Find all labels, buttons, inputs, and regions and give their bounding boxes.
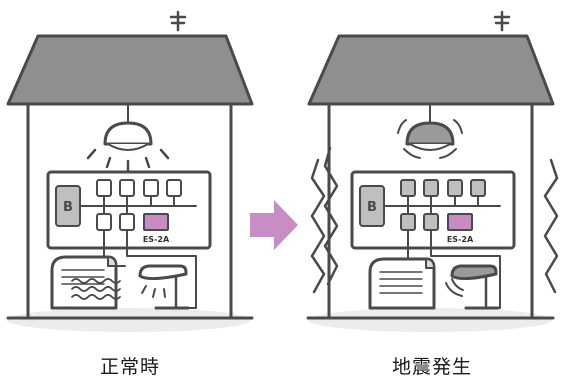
desk-lamp-icon — [138, 264, 190, 310]
caption-earthquake: 地震発生 — [391, 356, 472, 378]
es2a-module-2 — [447, 213, 473, 231]
breaker-3 — [143, 179, 159, 197]
ground-shadow — [7, 308, 251, 332]
light-rays — [86, 148, 170, 172]
es2a-label-normal: ES-2A — [143, 235, 170, 244]
lamp-shake-marks — [445, 278, 464, 297]
es2a-label-earthquake: ES-2A — [447, 235, 474, 244]
breaker-off-5 — [400, 213, 416, 231]
house-walls — [26, 102, 233, 320]
ceiling-lamp-icon — [103, 103, 153, 151]
breaker-1 — [96, 179, 112, 197]
breaker-2 — [119, 179, 135, 197]
roof-2 — [307, 34, 555, 106]
roof — [6, 34, 254, 106]
main-breaker-label-earthquake: B — [367, 200, 377, 215]
breaker-4 — [166, 179, 182, 197]
main-breaker-label-normal: B — [63, 200, 73, 215]
lamp-light-rays — [141, 285, 166, 298]
house-earthquake — [306, 10, 559, 332]
breaker-off-1 — [400, 179, 416, 197]
breaker-off-3 — [447, 179, 463, 197]
es2a-module — [143, 213, 169, 231]
shake-lines-icon — [310, 146, 559, 294]
antenna-icon — [169, 10, 187, 32]
antenna-icon-2 — [493, 10, 511, 32]
arrow-right-icon — [250, 200, 298, 250]
ceiling-lamp-off-icon — [405, 103, 455, 151]
breaker-off-2 — [423, 179, 439, 197]
heater-off-icon — [368, 257, 436, 310]
caption-normal: 正常時 — [99, 356, 160, 378]
breaker-off-4 — [470, 179, 486, 197]
house-normal — [6, 10, 254, 332]
heat-waves — [71, 278, 121, 300]
desk-lamp-off-icon — [450, 264, 500, 310]
sway-marks — [397, 119, 463, 159]
ground-shadow-2 — [308, 308, 552, 332]
breaker-6 — [119, 213, 135, 231]
breaker-off-6 — [423, 213, 439, 231]
breaker-5 — [96, 213, 112, 231]
